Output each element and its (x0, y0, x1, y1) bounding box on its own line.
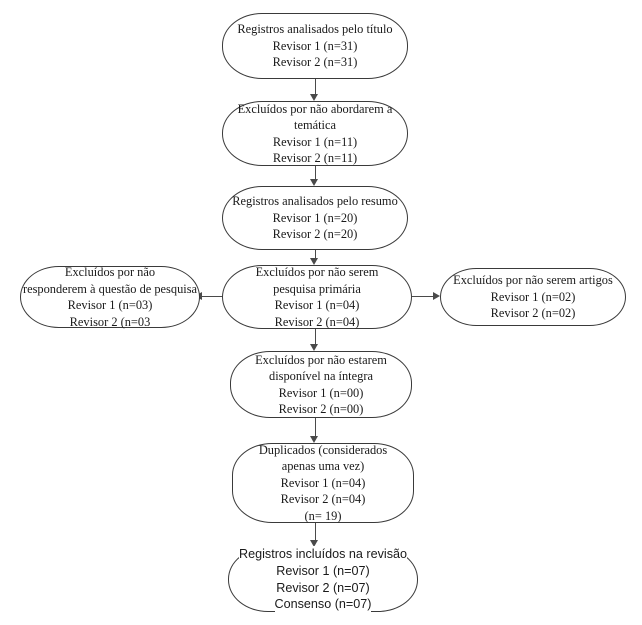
node-line: apenas uma vez) (281, 459, 365, 474)
connector-duplicados-to-incluidos (314, 523, 316, 541)
node-line: Revisor 2 (n=31) (272, 55, 358, 70)
node-line: Revisor 2 (n=04) (280, 492, 366, 507)
node-line: Revisor 2 (n=00) (278, 402, 364, 416)
node-line: Excluídos por não (64, 265, 156, 279)
node-line: Excluídos por não serem artigos (453, 273, 613, 288)
node-line: Revisor 2 (n=20) (272, 227, 358, 242)
node-line: Duplicados (considerados (258, 442, 388, 457)
node-line: Revisor 2 (n=07) (276, 579, 370, 597)
node-line: Revisor 2 (n=11) (272, 151, 358, 165)
node-line: Revisor 1 (n=02) (490, 289, 576, 304)
node-line: pesquisa primária (273, 281, 361, 296)
connector-primaria-to-integra (314, 329, 316, 345)
connector-resumo-to-primaria (314, 250, 316, 259)
arrowhead-primaria-to-integra (310, 344, 319, 351)
node-excluidos-nao-responderem-questao: Excluídos por não responderem à questão … (20, 265, 200, 329)
node-registros-analisados-titulo: Registros analisados pelo título Revisor… (222, 13, 408, 79)
node-line: temática (294, 118, 336, 132)
node-excluidos-nao-pesquisa-primaria: Excluídos por não serem pesquisa primári… (222, 265, 412, 329)
arrowhead-primaria-to-artigos (433, 292, 440, 300)
node-line: Registros analisados pelo resumo (232, 194, 398, 209)
node-line: (n= 19) (304, 508, 342, 523)
arrowhead-resumo-to-primaria (310, 258, 319, 265)
arrowhead-titulo-to-tematica (310, 94, 319, 101)
node-line: Revisor 1 (n=03) (67, 298, 153, 312)
connector-integra-to-duplicados (314, 418, 316, 437)
node-line: Consenso (n=07) (274, 596, 372, 613)
node-line: Revisor 1 (n=00) (278, 385, 364, 400)
node-line: Revisor 1 (n=04) (280, 475, 366, 490)
node-line: Revisor 1 (n=07) (276, 562, 370, 580)
node-excluidos-nao-abordarem-tematica: Excluídos por não abordarem a temática R… (222, 101, 408, 166)
arrowhead-tematica-to-resumo (310, 179, 319, 186)
node-line: Revisor 1 (n=11) (272, 134, 358, 149)
node-registros-analisados-resumo: Registros analisados pelo resumo Revisor… (222, 186, 408, 250)
node-line: Revisor 1 (n=04) (274, 298, 360, 312)
node-line: Revisor 1 (n=20) (272, 210, 358, 225)
node-line: Revisor 2 (n=03 (69, 314, 151, 329)
node-excluidos-nao-serem-artigos: Excluídos por não serem artigos Revisor … (440, 268, 626, 326)
connector-tematica-to-resumo (314, 166, 316, 180)
node-line: Excluídos por não estarem (255, 352, 387, 367)
node-line: Excluídos por não abordarem a (237, 101, 393, 116)
node-line: Revisor 2 (n=04) (274, 314, 360, 329)
arrowhead-duplicados-to-incluidos (310, 540, 319, 547)
connector-primaria-to-questao (200, 296, 224, 298)
node-line: Revisor 1 (n=31) (272, 38, 358, 53)
node-line: disponível na íntegra (269, 369, 373, 383)
connector-titulo-to-tematica (314, 79, 316, 95)
node-duplicados-considerados-uma-vez: Duplicados (considerados apenas uma vez)… (232, 443, 414, 523)
node-line: Registros incluídos na revisão (239, 546, 407, 563)
connector-primaria-to-artigos (412, 296, 438, 298)
arrowhead-integra-to-duplicados (310, 436, 319, 443)
node-excluidos-nao-disponivel-integra: Excluídos por não estarem disponível na … (230, 351, 412, 418)
node-line: responderem à questão de pesquisa (22, 281, 198, 296)
node-line: Revisor 2 (n=02) (490, 306, 576, 321)
node-line: Excluídos por não serem (255, 265, 379, 279)
node-registros-incluidos-revisao: Registros incluídos na revisão Revisor 1… (228, 546, 418, 613)
node-line: Registros analisados pelo título (237, 22, 393, 37)
